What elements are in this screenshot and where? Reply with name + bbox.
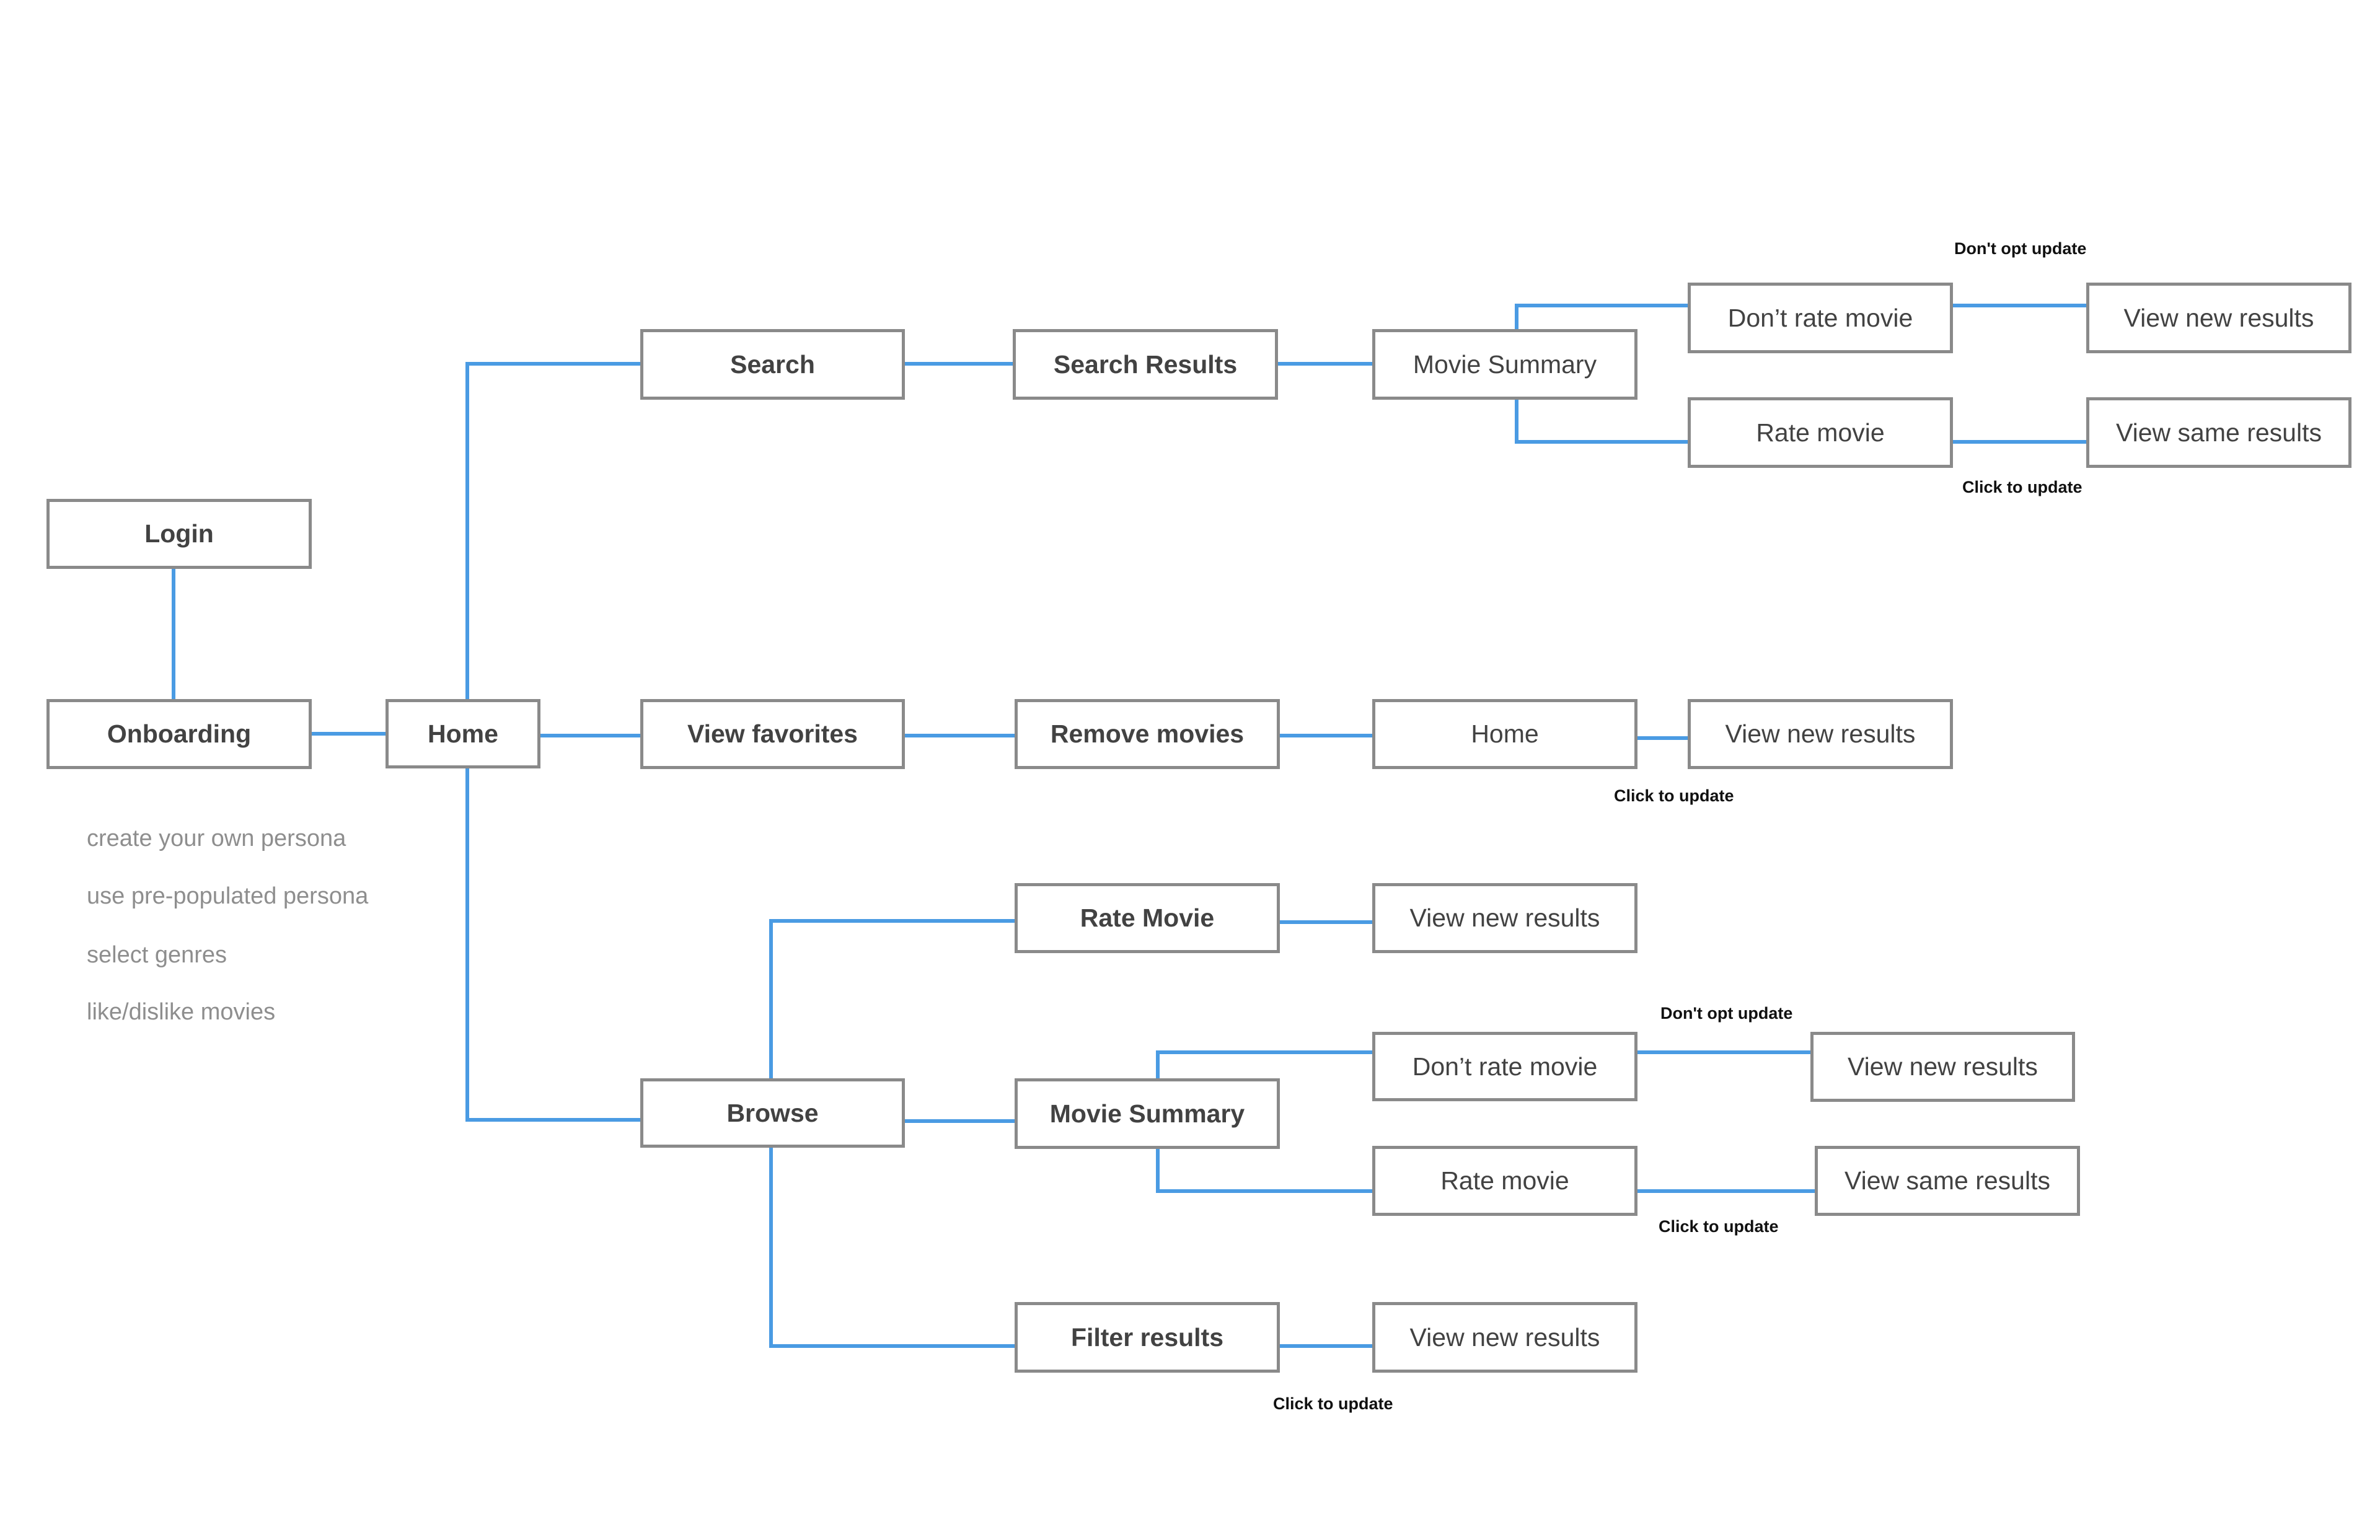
view-same-results-box[interactable]: View same results <box>1815 1146 2080 1216</box>
connector-home-search <box>465 362 640 699</box>
annotation-click-to-update: Click to update <box>1614 786 1734 805</box>
rate-movie-box[interactable]: Rate movie <box>1688 397 1953 468</box>
rate-movie-browse-box[interactable]: Rate Movie <box>1015 883 1280 953</box>
search-results-box[interactable]: Search Results <box>1013 329 1278 400</box>
onboarding-option: use pre-populated persona <box>87 883 369 909</box>
login-box[interactable]: Login <box>46 499 312 569</box>
connector-browse-rate <box>769 919 1015 1078</box>
search-box[interactable]: Search <box>640 329 905 400</box>
connector-summary2-dontrate <box>1156 1050 1372 1078</box>
movie-summary-browse-box[interactable]: Movie Summary <box>1015 1078 1280 1149</box>
connector-group <box>172 304 2086 1348</box>
movie-summary-box[interactable]: Movie Summary <box>1372 329 1637 400</box>
browse-box[interactable]: Browse <box>640 1078 905 1148</box>
view-same-results-box[interactable]: View same results <box>2086 397 2351 468</box>
view-new-results-box[interactable]: View new results <box>1372 883 1637 953</box>
view-new-results-box[interactable]: View new results <box>2086 283 2351 353</box>
dont-rate-movie-box[interactable]: Don’t rate movie <box>1372 1032 1637 1101</box>
connector-browse-filter <box>769 1148 1015 1348</box>
annotation-click-to-update: Click to update <box>1659 1217 1779 1236</box>
rate-movie-box[interactable]: Rate movie <box>1372 1146 1637 1216</box>
onboarding-box[interactable]: Onboarding <box>46 699 312 769</box>
home-box[interactable]: Home <box>386 699 540 768</box>
view-new-results-box[interactable]: View new results <box>1372 1302 1637 1373</box>
annotation-dont-opt-update: Don't opt update <box>1954 239 2087 258</box>
dont-rate-movie-box[interactable]: Don’t rate movie <box>1688 283 1953 353</box>
connector-home-browse <box>465 768 640 1122</box>
home-box-2[interactable]: Home <box>1372 699 1637 769</box>
connector-summary-rate <box>1515 400 1688 444</box>
remove-movies-box[interactable]: Remove movies <box>1015 699 1280 769</box>
view-new-results-box[interactable]: View new results <box>1688 699 1953 769</box>
annotation-click-to-update: Click to update <box>1962 478 2082 496</box>
annotation-dont-opt-update: Don't opt update <box>1660 1004 1793 1023</box>
filter-results-box[interactable]: Filter results <box>1015 1302 1280 1373</box>
annotation-click-to-update: Click to update <box>1273 1394 1393 1413</box>
connector-summary2-rate <box>1156 1149 1372 1193</box>
view-favorites-box[interactable]: View favorites <box>640 699 905 769</box>
view-new-results-box[interactable]: View new results <box>1810 1032 2075 1102</box>
onboarding-option: like/dislike movies <box>87 999 276 1025</box>
connector-summary-dontrate <box>1515 304 1688 329</box>
onboarding-option: select genres <box>87 942 227 968</box>
onboarding-option: create your own persona <box>87 825 346 851</box>
